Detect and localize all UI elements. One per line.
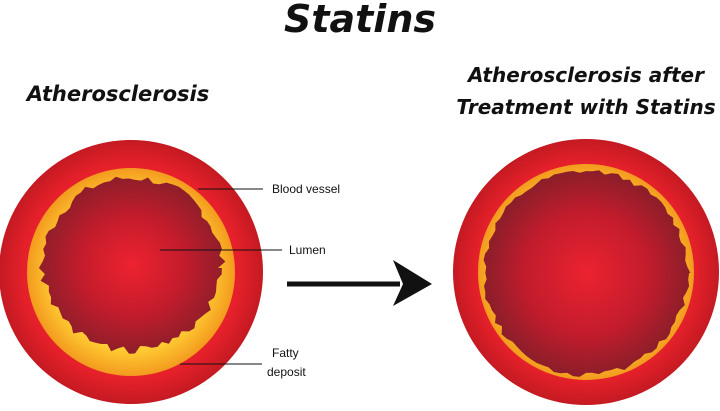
lumen-narrowed (38, 176, 226, 354)
page-title: Statins (284, 0, 436, 41)
right-heading-line2: Treatment with Statins (456, 95, 715, 119)
lumen-widened (483, 170, 691, 377)
right-heading-line1: Atherosclerosis after (466, 63, 705, 87)
left-heading: Atherosclerosis (25, 82, 210, 106)
arrow-right-icon (287, 260, 432, 306)
label-lumen: Lumen (289, 243, 326, 257)
label-fatty-deposit-line1: Fatty (272, 346, 299, 360)
label-fatty-deposit-line2: deposit (267, 365, 306, 379)
vessel-atherosclerosis (0, 140, 263, 404)
label-blood-vessel: Blood vessel (272, 182, 340, 196)
vessel-after-statins (453, 139, 719, 405)
